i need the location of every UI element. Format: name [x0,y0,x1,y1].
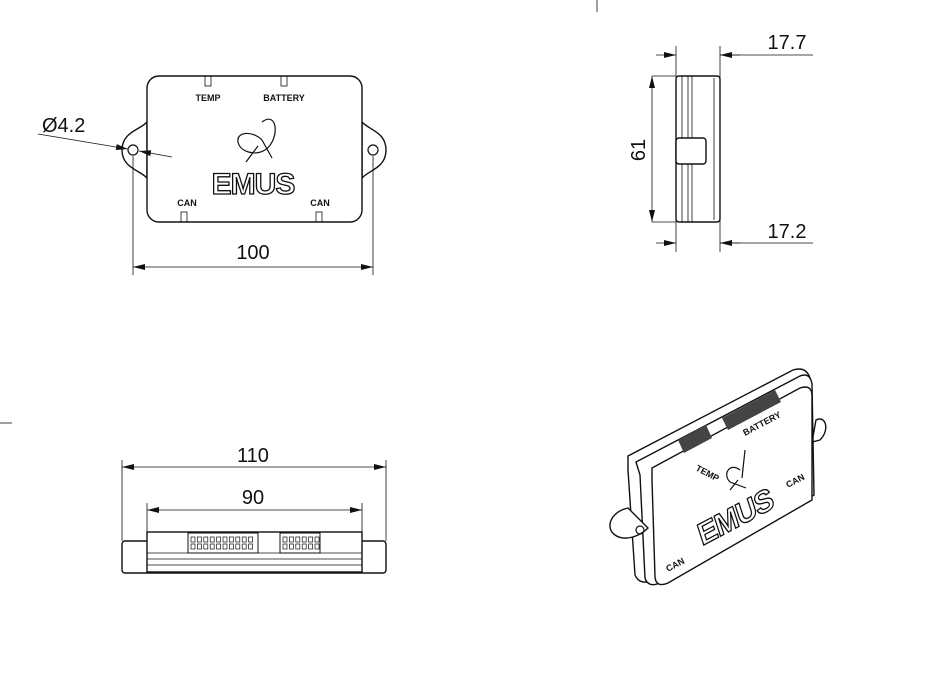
connector-pin [209,543,215,550]
connector-small [279,532,321,554]
connector-pin [241,536,247,543]
connector-pin [222,543,228,550]
connector-pin [289,543,294,550]
iso-emus-logo-mark [726,449,747,491]
connector-pin [301,536,307,543]
can-label-right: CAN [310,198,330,208]
connector-pin [209,536,215,543]
enclosure-top [146,75,363,223]
connector-pin [197,543,202,550]
connector-pin [289,536,294,543]
iso-enclosure-front [651,386,813,586]
temp-label: TEMP [195,93,220,103]
emus-logo-mark [237,118,276,163]
can-label-left: CAN [177,198,197,208]
mounting-ear-right [361,120,387,180]
connector-pin [216,536,221,543]
emus-logo-text: EMUS [212,168,295,201]
connector-pin [190,536,196,543]
can-connector-right [315,211,323,223]
connector-pin [308,543,313,550]
connector-pin [282,543,288,550]
connector-pin [203,543,209,550]
battery-label: BATTERY [263,93,305,103]
dimension-height: 61 [628,139,650,161]
connector-pin [314,543,320,550]
temp-connector [204,75,212,87]
mounting-ear-left [121,120,148,180]
mounting-hole-right [367,144,379,156]
connector-pin [314,536,320,543]
connector-pin [190,543,196,550]
connector-pin [308,536,313,543]
iso-ear-left [609,507,649,539]
side-view: 61 17.7 17.2 [628,32,813,252]
connector-pin [235,543,241,550]
can-connector-left [180,211,188,223]
dimension-body: 90 [242,487,264,509]
connector-pin [222,536,228,543]
connector-pin [203,536,209,543]
connector-pin [197,536,202,543]
connector-pin [248,543,253,550]
dimension-width: 100 [236,242,269,264]
connector-pin [295,536,301,543]
connector-pin [301,543,307,550]
iso-mounting-hole [635,525,645,535]
connector-pin [229,536,234,543]
connector-pin [282,536,288,543]
iso-ear-right [811,418,827,443]
connector-pin [229,543,234,550]
battery-connector [280,75,288,87]
mounting-hole-left [127,144,139,156]
mounting-ear-side [675,137,707,165]
iso-battery-connector [722,390,781,430]
connector-pin [248,536,253,543]
iso-temp-connector [678,425,712,453]
connector-pin [241,543,247,550]
dimension-top-depth: 17.7 [768,32,807,54]
dimension-overall: 110 [237,445,269,467]
connector-pin [235,536,241,543]
top-view: TEMP BATTERY CAN CAN EMUS 100 Ø4.2 [37,75,387,275]
connector-pin [295,543,301,550]
connector-pin [216,543,221,550]
dimension-hole-diameter: Ø4.2 [42,115,85,137]
connector-large [187,532,259,554]
dimension-bottom-depth: 17.2 [768,221,807,243]
front-view: 110 90 [121,445,387,574]
isometric-view: TEMP BATTERY CAN CAN EMUS [609,368,827,586]
